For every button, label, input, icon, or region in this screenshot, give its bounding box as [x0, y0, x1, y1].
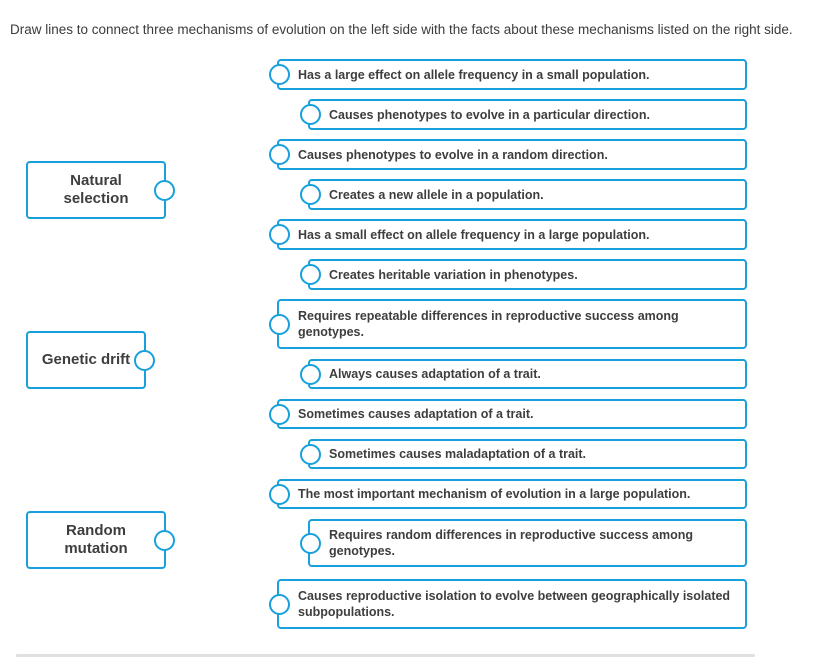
instructions-text: Draw lines to connect three mechanisms o…: [10, 21, 793, 37]
fact-option[interactable]: Causes phenotypes to evolve in a particu…: [300, 99, 747, 130]
connector-circle[interactable]: [300, 184, 321, 205]
connector-circle[interactable]: [300, 532, 321, 554]
connector-circle[interactable]: [269, 313, 290, 335]
fact-label: Creates heritable variation in phenotype…: [329, 267, 578, 282]
fact-option[interactable]: The most important mechanism of evolutio…: [269, 479, 747, 509]
mechanism-random-mutation[interactable]: Random mutation: [26, 511, 175, 569]
fact-option[interactable]: Causes reproductive isolation to evolve …: [269, 579, 747, 629]
fact-label: Requires repeatable differences in repro…: [298, 309, 679, 339]
fact-option[interactable]: Sometimes causes adaptation of a trait.: [269, 399, 747, 429]
fact-label: Causes phenotypes to evolve in a particu…: [329, 107, 650, 122]
fact-label: Always causes adaptation of a trait.: [329, 367, 541, 381]
mechanism-label: Random mutation: [64, 522, 128, 557]
fact-option[interactable]: Causes phenotypes to evolve in a random …: [269, 139, 747, 170]
fact-label: Causes phenotypes to evolve in a random …: [298, 147, 608, 162]
connector-circle[interactable]: [269, 224, 290, 245]
connector-circle[interactable]: [269, 593, 290, 615]
fact-label: Has a large effect on allele frequency i…: [298, 67, 650, 82]
fact-label: Sometimes causes adaptation of a trait.: [298, 407, 534, 421]
connector-circle[interactable]: [269, 403, 290, 425]
connector-circle[interactable]: [154, 179, 175, 201]
mechanism-label: Natural selection: [63, 172, 129, 207]
connector-circle[interactable]: [154, 529, 175, 551]
mechanism-natural-selection[interactable]: Natural selection: [26, 161, 175, 219]
fact-label: The most important mechanism of evolutio…: [298, 487, 691, 501]
fact-option[interactable]: Sometimes causes maladaptation of a trai…: [300, 439, 747, 469]
connector-circle[interactable]: [300, 443, 321, 465]
fact-option[interactable]: Creates heritable variation in phenotype…: [300, 259, 747, 290]
connector-circle[interactable]: [269, 64, 290, 85]
connector-circle[interactable]: [134, 349, 155, 371]
fact-option[interactable]: Requires repeatable differences in repro…: [269, 299, 747, 349]
mechanism-label: Genetic drift: [41, 351, 131, 368]
fact-label: Sometimes causes maladaptation of a trai…: [329, 447, 587, 461]
bottom-divider: [16, 654, 755, 657]
fact-option[interactable]: Always causes adaptation of a trait.: [300, 359, 747, 389]
fact-option[interactable]: Creates a new allele in a population.: [300, 179, 747, 210]
fact-label: Requires random differences in reproduct…: [329, 528, 694, 558]
fact-option[interactable]: Has a large effect on allele frequency i…: [269, 59, 747, 90]
connector-circle[interactable]: [300, 104, 321, 125]
mechanism-genetic-drift[interactable]: Genetic drift: [26, 331, 155, 389]
fact-option[interactable]: Requires random differences in reproduct…: [300, 519, 747, 567]
connector-circle[interactable]: [269, 483, 290, 505]
connector-circle[interactable]: [300, 264, 321, 285]
fact-label: Creates a new allele in a population.: [329, 187, 544, 202]
fact-option[interactable]: Has a small effect on allele frequency i…: [269, 219, 747, 250]
connector-circle[interactable]: [300, 363, 321, 385]
connector-circle[interactable]: [269, 144, 290, 165]
fact-label: Has a small effect on allele frequency i…: [298, 227, 650, 242]
fact-label: Causes reproductive isolation to evolve …: [298, 589, 731, 619]
